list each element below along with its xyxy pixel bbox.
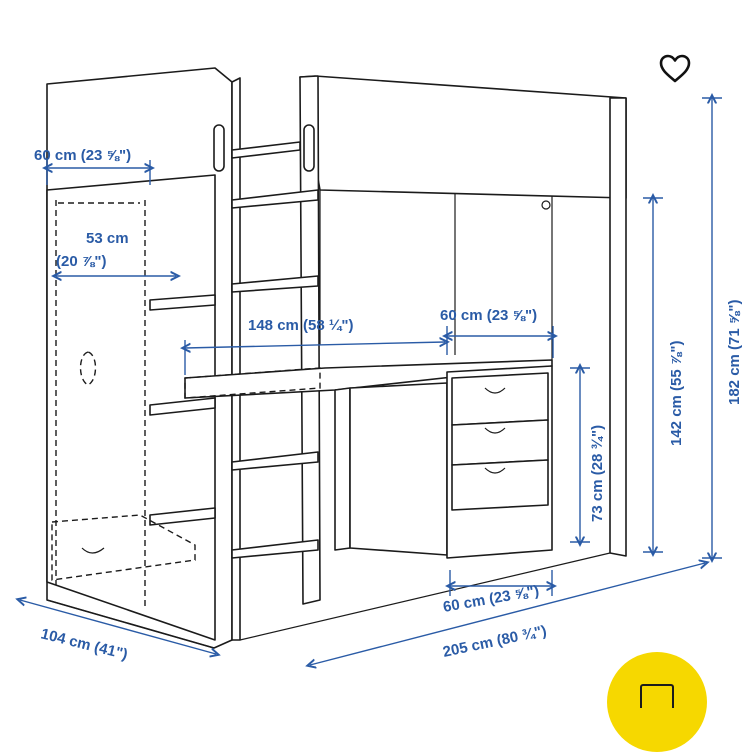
dimension-drawer-width-top: 60 cm (23 ⅝") [440, 307, 537, 324]
dimension-wardrobe-inner-inches: (20 ⅞") [56, 253, 106, 270]
loft-bed-drawing [46, 67, 627, 649]
dimension-total-height: 182 cm (71 ⅝") [726, 299, 743, 405]
dimension-desk-width: 148 cm (58 ¼") [248, 317, 354, 334]
dimension-desk-height: 73 cm (28 ¾") [589, 425, 606, 522]
favorite-button[interactable] [658, 52, 692, 86]
loft-bed-dimension-diagram: 60 cm (23 ⅝") 53 cm (20 ⅞") 148 cm (58 ¼… [0, 67, 743, 700]
dimension-lines [20, 98, 722, 665]
shopping-bag-icon [640, 684, 674, 708]
dimension-drawer-width-bottom: 60 cm (23 ⅝") [442, 582, 541, 616]
dimension-under-bed-height: 142 cm (55 ⅞") [668, 340, 685, 446]
dimension-wardrobe-width: 60 cm (23 ⅝") [34, 147, 131, 164]
heart-outline-icon [659, 54, 691, 83]
dimension-wardrobe-inner: 53 cm [86, 230, 129, 247]
dimension-depth: 104 cm (41") [39, 625, 129, 663]
dimension-total-length: 205 cm (80 ¾") [441, 622, 548, 661]
